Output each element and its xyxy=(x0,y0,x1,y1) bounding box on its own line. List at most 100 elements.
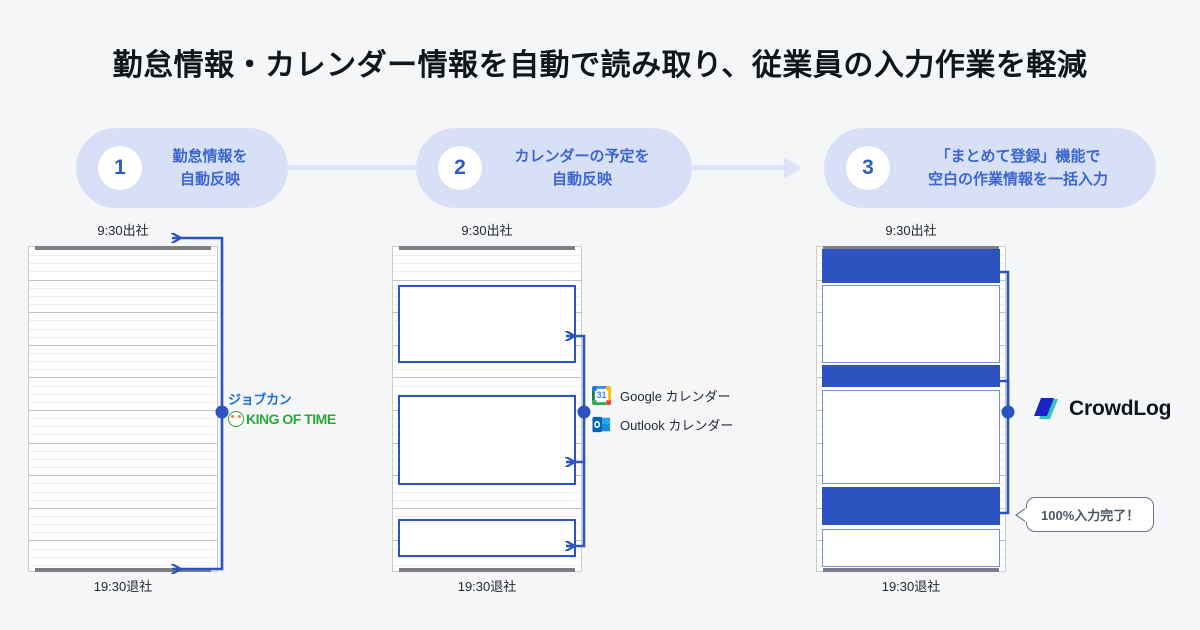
step-pill-3[interactable]: 3 「まとめて登録」機能で 空白の作業情報を一括入力 xyxy=(824,128,1156,208)
timeline-gridline xyxy=(393,492,581,493)
legend-item-outlook: Outlook カレンダー xyxy=(592,415,733,434)
timeline-gridline xyxy=(29,386,217,387)
legend-label-google: Google カレンダー xyxy=(620,389,731,404)
step-label-1: 勤怠情報を 自動反映 xyxy=(142,145,288,192)
step-label-1-line1: 勤怠情報を xyxy=(172,147,248,165)
timeline-gridline xyxy=(29,271,217,272)
step-label-3-line1: 「まとめて登録」機能で xyxy=(935,147,1101,165)
step-connector-1-2 xyxy=(286,165,420,170)
timeline-column-2: 9:30出社 19:30退社 xyxy=(392,222,582,596)
step-label-2-line2: 自動反映 xyxy=(551,171,612,188)
google-calendar-icon: 31 xyxy=(592,386,611,405)
step-pill-1[interactable]: 1 勤怠情報を 自動反映 xyxy=(76,128,288,208)
timeline-gridline xyxy=(29,361,217,362)
timeline-gridline xyxy=(29,426,217,427)
crowdlog-logo-text: CrowdLog xyxy=(1069,397,1172,420)
timeline-gridline xyxy=(29,288,217,289)
step-number-2: 2 xyxy=(438,146,482,190)
step-label-3-line2: 空白の作業情報を一括入力 xyxy=(927,171,1108,188)
timeline-gridline xyxy=(393,271,581,272)
timeline-gridline xyxy=(29,532,217,533)
timeline-3-sheet xyxy=(816,246,1006,572)
attendance-logos: ジョブカン KING OF TIME xyxy=(228,392,336,427)
timeline-event-block[interactable] xyxy=(822,529,1000,567)
legend-label-outlook: Outlook カレンダー xyxy=(620,418,734,433)
timeline-event-block[interactable] xyxy=(822,249,1000,283)
timeline-1-sheet xyxy=(28,246,218,572)
timeline-gridline xyxy=(29,508,217,509)
timeline-gridline xyxy=(29,467,217,468)
timeline-gridline xyxy=(393,516,581,517)
timeline-2-top-bar xyxy=(399,246,575,250)
timeline-gridline xyxy=(29,475,217,476)
timeline-gridline xyxy=(29,312,217,313)
timeline-gridline xyxy=(393,500,581,501)
timeline-gridline xyxy=(29,483,217,484)
timeline-gridline xyxy=(29,565,217,566)
step-connector-arrow-icon xyxy=(784,157,802,179)
timeline-gridline xyxy=(393,557,581,558)
timeline-gridline xyxy=(29,369,217,370)
timeline-gridline xyxy=(29,304,217,305)
completion-callout: 100%入力完了！ xyxy=(1017,497,1155,532)
timeline-gridline xyxy=(393,280,581,281)
timeline-1-bottom-bar xyxy=(35,568,211,572)
timeline-gridline xyxy=(393,386,581,387)
timeline-gridline xyxy=(29,353,217,354)
callout-text: 100%入力完了！ xyxy=(1041,508,1140,523)
timeline-gridline xyxy=(29,255,217,256)
timeline-gridline xyxy=(393,255,581,256)
timeline-gridline xyxy=(29,320,217,321)
timeline-event-block[interactable] xyxy=(398,519,576,557)
timeline-1-end-label: 19:30退社 xyxy=(93,579,153,594)
timeline-gridline xyxy=(393,263,581,264)
timeline-gridline xyxy=(29,549,217,550)
step-label-1-line2: 自動反映 xyxy=(179,171,240,188)
king-of-time-logo-text: KING OF TIME xyxy=(246,411,336,427)
step-label-2-line1: カレンダーの予定を xyxy=(514,147,650,165)
timeline-gridline xyxy=(29,410,217,411)
timeline-2-end-label: 19:30退社 xyxy=(457,579,517,594)
step-label-2: カレンダーの予定を 自動反映 xyxy=(482,145,692,192)
timeline-gridline xyxy=(29,451,217,452)
timeline-gridline xyxy=(393,377,581,378)
timeline-gridline xyxy=(29,557,217,558)
timeline-event-block[interactable] xyxy=(822,390,1000,484)
legend-item-google: 31 Google カレンダー xyxy=(592,386,733,405)
outlook-calendar-icon xyxy=(592,415,611,434)
step-pill-2[interactable]: 2 カレンダーの予定を 自動反映 xyxy=(416,128,692,208)
timeline-event-block[interactable] xyxy=(822,487,1000,525)
crowdlog-mark-icon xyxy=(1030,396,1060,422)
step-number-1: 1 xyxy=(98,146,142,190)
step-label-3: 「まとめて登録」機能で 空白の作業情報を一括入力 xyxy=(890,145,1156,192)
timeline-gridline xyxy=(29,524,217,525)
king-of-time-mark-icon xyxy=(228,411,244,427)
timeline-3-bottom-bar xyxy=(823,568,999,572)
timeline-gridline xyxy=(29,329,217,330)
calendar-legend: 31 Google カレンダー Outlook カレンダー xyxy=(592,386,733,444)
timeline-column-3: 9:30出社 19:30退社 xyxy=(816,222,1006,596)
timeline-gridline xyxy=(29,459,217,460)
timeline-3-end-label: 19:30退社 xyxy=(881,579,941,594)
timeline-3-top-bar xyxy=(823,246,999,250)
timeline-gridline xyxy=(29,377,217,378)
timeline-gridline xyxy=(29,516,217,517)
timeline-1-start-label: 9:30出社 xyxy=(97,223,149,238)
page-title: 勤怠情報・カレンダー情報を自動で読み取り、従業員の入力作業を軽減 xyxy=(112,49,1088,82)
step-number-3: 3 xyxy=(846,146,890,190)
timeline-2-bottom-bar xyxy=(399,568,575,572)
timeline-event-block[interactable] xyxy=(398,395,576,485)
timeline-3-start-label: 9:30出社 xyxy=(885,223,937,238)
crowdlog-logo: CrowdLog xyxy=(1030,396,1171,422)
king-of-time-logo: KING OF TIME xyxy=(228,411,336,427)
timeline-1-top-bar xyxy=(35,246,211,250)
timeline-gridline xyxy=(29,418,217,419)
timeline-gridline xyxy=(393,394,581,395)
google-calendar-day-number: 31 xyxy=(596,390,607,400)
timeline-event-block[interactable] xyxy=(822,285,1000,363)
timeline-event-block[interactable] xyxy=(398,285,576,363)
timeline-gridline xyxy=(29,443,217,444)
timeline-event-block[interactable] xyxy=(822,365,1000,387)
timeline-gridline xyxy=(29,500,217,501)
